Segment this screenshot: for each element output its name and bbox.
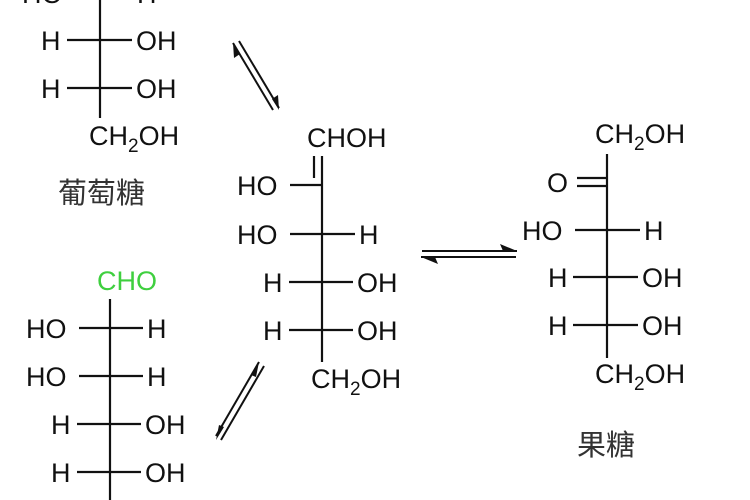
fructose-row1-left: H [548,263,568,293]
fructose-row1-right: OH [642,263,683,293]
enediol-row1-right: OH [357,268,398,298]
mannose-row1-left: HO [26,362,67,392]
equilibrium-arrow-mannose-enediol [215,361,265,441]
mannose-row0-right: H [147,314,167,344]
fructose-row2-right: OH [642,311,683,341]
enediol-row2-left: H [263,316,283,346]
glucose-fischer-projection: HO H H OH H OH CH2OH 葡萄糖 [22,0,179,210]
mannose-row2-left: H [51,410,71,440]
mannose-row2-right: OH [145,410,186,440]
mannose-top-cho: CHO [97,266,157,296]
glucose-row1-right: OH [136,26,177,56]
glucose-row2-right: OH [136,74,177,104]
glucose-row1-left: H [41,26,61,56]
fructose-top-ch2oh: CH2OH [595,119,685,155]
enediol-double-bond-ho: HO [237,171,278,201]
glucose-name-label: 葡萄糖 [58,176,145,210]
glucose-row0-left: HO [22,0,63,9]
fructose-name-label: 果糖 [577,428,635,462]
fructose-row0-left: HO [522,216,563,246]
mannose-row3-left: H [51,458,71,488]
fructose-bottom-ch2oh: CH2OH [595,359,685,395]
equilibrium-arrow-glucose-enediol [232,40,280,111]
glucose-row2-left: H [41,74,61,104]
enediol-row0-left: HO [237,220,278,250]
enediol-row2-right: OH [357,316,398,346]
glucose-bottom-ch2oh: CH2OH [89,121,179,157]
enediol-row0-right: H [359,220,379,250]
fructose-fischer-projection: CH2OH O HO H H OH H OH CH2OH 果糖 [522,119,685,462]
mannose-row3-right: OH [145,458,186,488]
fructose-carbonyl-o: O [547,168,568,198]
enediol-top-chohh: CHOH [307,123,387,153]
equilibrium-arrow-enediol-fructose [421,244,517,264]
fructose-row0-right: H [644,216,664,246]
mannose-fischer-projection: CHO HO H HO H H OH H OH [26,266,186,500]
mannose-row1-right: H [147,362,167,392]
enediol-fischer-projection: CHOH HO HO H H OH H OH CH2OH [237,123,401,400]
glucose-row0-right: H [137,0,157,9]
mannose-row0-left: HO [26,314,67,344]
enediol-bottom-ch2oh: CH2OH [311,364,401,400]
fructose-row2-left: H [548,311,568,341]
enediol-row1-left: H [263,268,283,298]
